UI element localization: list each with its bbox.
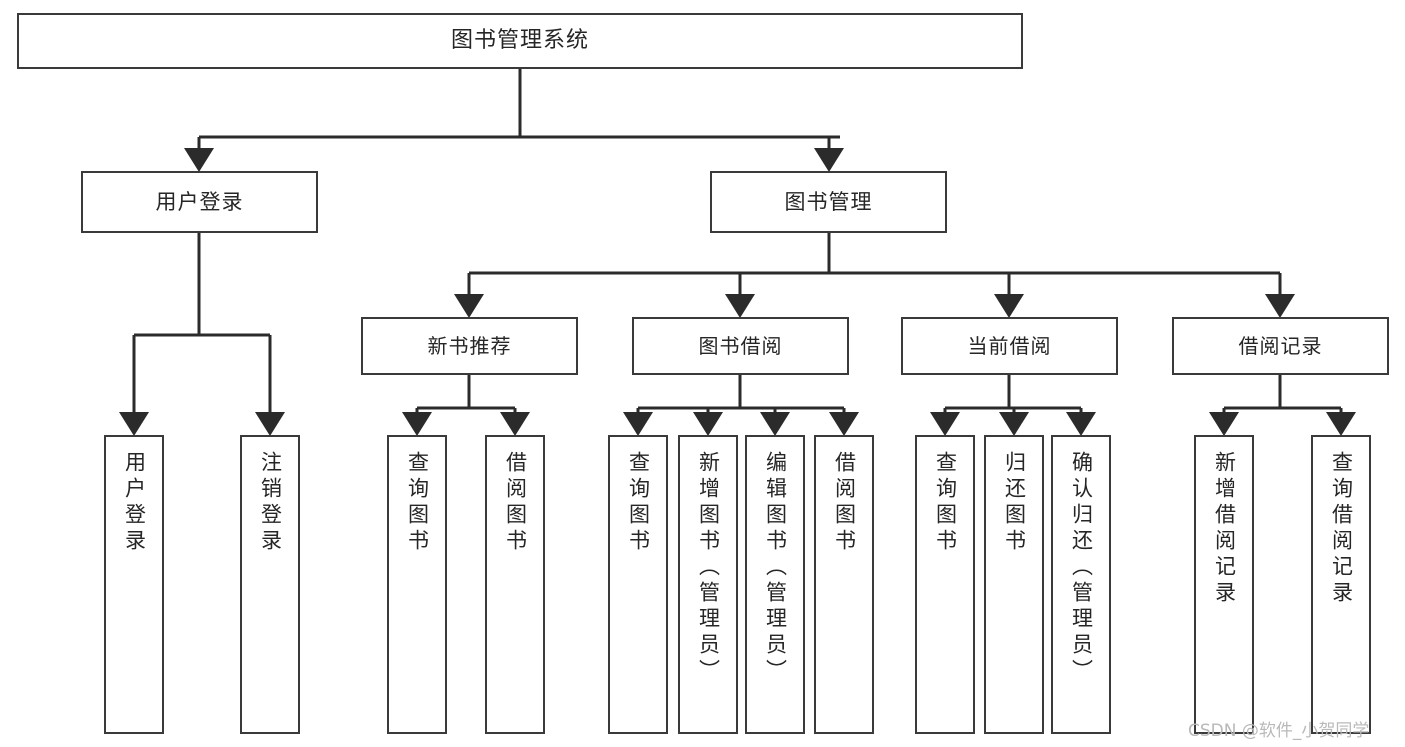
- csdn-watermark: CSDN @软件_小贺同学: [1188, 721, 1370, 741]
- node-borrow-record-label: 借阅记录: [1238, 333, 1323, 358]
- leaf-query-book-3-label: 查询图书: [933, 451, 958, 555]
- leaf-query-book-3[interactable]: 查询图书: [915, 435, 975, 734]
- leaf-query-book-2-label: 查询图书: [626, 451, 651, 555]
- node-root-label: 图书管理系统: [450, 28, 589, 54]
- leaf-logout[interactable]: 注销登录: [240, 435, 300, 734]
- leaf-edit-book-label: 编辑图书（管理员）: [763, 451, 788, 685]
- leaf-add-record[interactable]: 新增借阅记录: [1194, 435, 1254, 734]
- leaf-confirm-return[interactable]: 确认归还（管理员）: [1051, 435, 1111, 734]
- leaf-return-book[interactable]: 归还图书: [984, 435, 1044, 734]
- leaf-confirm-return-label: 确认归还（管理员）: [1069, 451, 1094, 685]
- node-user-login-label: 用户登录: [155, 189, 244, 214]
- leaf-logout-label: 注销登录: [258, 451, 283, 555]
- leaf-query-record[interactable]: 查询借阅记录: [1311, 435, 1371, 734]
- leaf-borrow-book-2[interactable]: 借阅图书: [814, 435, 874, 734]
- node-book-borrow[interactable]: 图书借阅: [632, 317, 849, 375]
- node-book-borrow-label: 图书借阅: [698, 333, 783, 358]
- leaf-add-record-label: 新增借阅记录: [1212, 451, 1237, 607]
- leaf-query-book-1[interactable]: 查询图书: [387, 435, 447, 734]
- leaf-user-login-label: 用户登录: [122, 451, 147, 555]
- leaf-borrow-book-1-label: 借阅图书: [503, 451, 528, 555]
- node-user-login[interactable]: 用户登录: [81, 171, 318, 233]
- leaf-borrow-book-2-label: 借阅图书: [832, 451, 857, 555]
- leaf-query-book-1-label: 查询图书: [405, 451, 430, 555]
- leaf-query-record-label: 查询借阅记录: [1329, 451, 1354, 607]
- leaf-borrow-book-1[interactable]: 借阅图书: [485, 435, 545, 734]
- node-book-manage-label: 图书管理: [784, 189, 873, 214]
- leaf-return-book-label: 归还图书: [1002, 451, 1027, 555]
- node-borrow-record[interactable]: 借阅记录: [1172, 317, 1389, 375]
- leaf-add-book[interactable]: 新增图书（管理员）: [678, 435, 738, 734]
- node-new-book-recommend[interactable]: 新书推荐: [361, 317, 578, 375]
- leaf-user-login[interactable]: 用户登录: [104, 435, 164, 734]
- node-current-borrow-label: 当前借阅: [967, 333, 1052, 358]
- leaf-edit-book[interactable]: 编辑图书（管理员）: [745, 435, 805, 734]
- leaf-add-book-label: 新增图书（管理员）: [696, 451, 721, 685]
- leaf-query-book-2[interactable]: 查询图书: [608, 435, 668, 734]
- node-book-manage[interactable]: 图书管理: [710, 171, 947, 233]
- node-root[interactable]: 图书管理系统: [17, 13, 1023, 69]
- node-current-borrow[interactable]: 当前借阅: [901, 317, 1118, 375]
- node-new-book-recommend-label: 新书推荐: [427, 333, 512, 358]
